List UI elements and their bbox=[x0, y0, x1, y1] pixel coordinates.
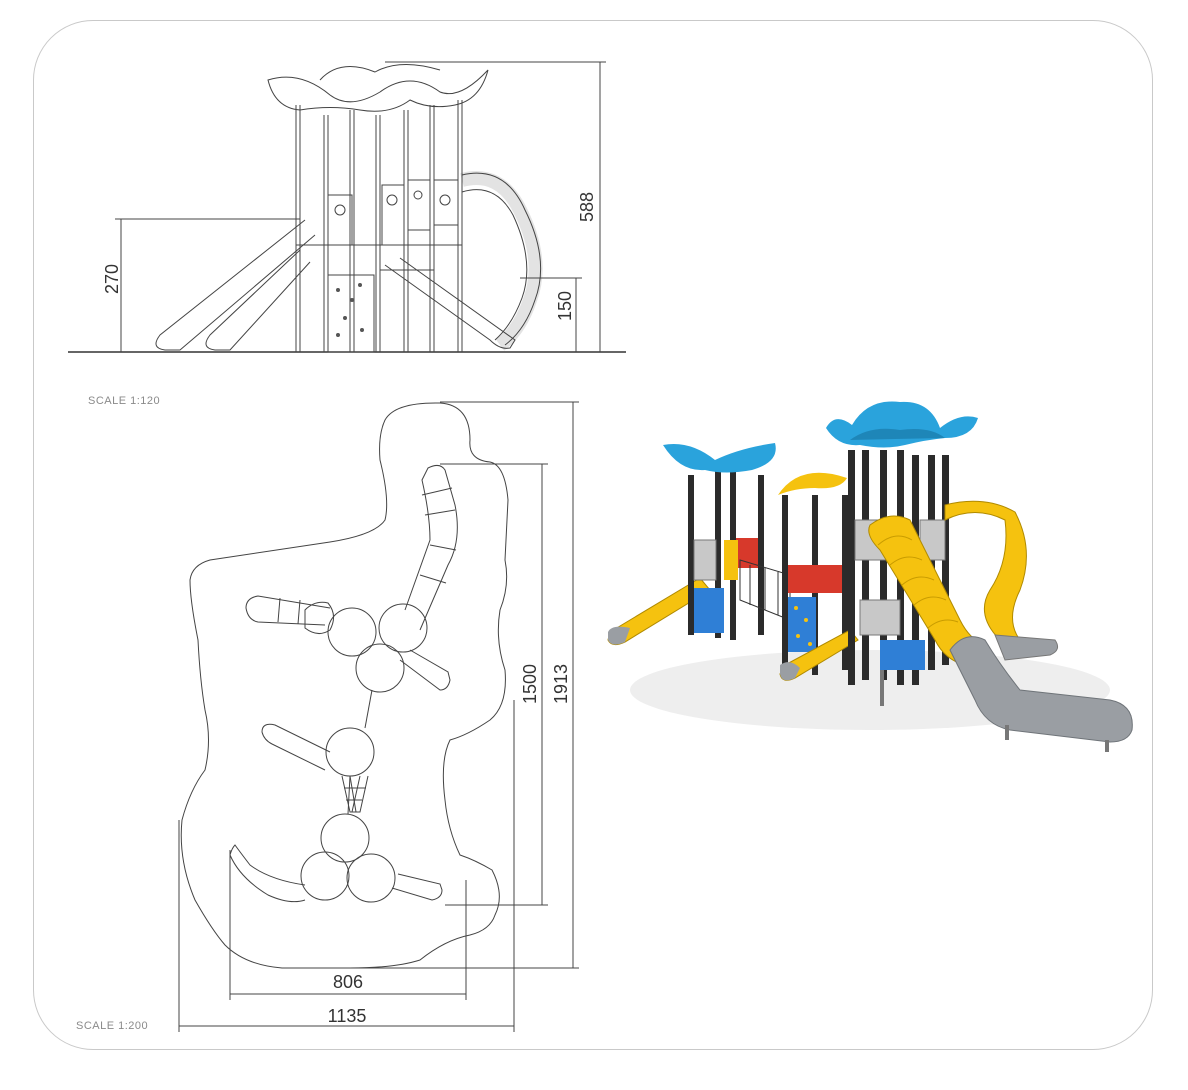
dim-width-inner: 806 bbox=[333, 972, 363, 992]
drawing-frame bbox=[33, 20, 1153, 1050]
product-render bbox=[607, 401, 1133, 752]
elevation-panel bbox=[407, 179, 431, 231]
plan-slide-left bbox=[245, 595, 331, 626]
render-slide-runout bbox=[949, 636, 1133, 743]
render-roof-left bbox=[663, 443, 776, 473]
scale-label-plan: SCALE 1:200 bbox=[76, 1020, 148, 1032]
elevation-slide-left bbox=[155, 219, 316, 351]
render-roof-right bbox=[826, 401, 978, 448]
scale-label-elevation: SCALE 1:120 bbox=[88, 395, 160, 407]
dim-low-platform-height: 150 bbox=[555, 291, 575, 321]
elevation-tube-slide bbox=[461, 172, 542, 346]
elevation-roof-back bbox=[319, 63, 441, 81]
render-roof-middle bbox=[778, 472, 847, 495]
elevation-panel bbox=[433, 179, 459, 226]
plan-towers bbox=[300, 603, 428, 903]
dim-length-inner: 1500 bbox=[520, 664, 540, 704]
plan-tube-slide bbox=[404, 464, 458, 631]
plan-net-ladder bbox=[341, 775, 369, 813]
elevation-panel bbox=[327, 194, 353, 246]
plan-slide-lower-left bbox=[229, 844, 306, 903]
dim-platform-height: 270 bbox=[102, 264, 122, 294]
elevation-posts bbox=[295, 100, 463, 352]
elevation-roof bbox=[267, 69, 489, 112]
elevation-dimensions bbox=[115, 61, 606, 352]
plan-dimensions bbox=[178, 401, 579, 1032]
dim-total-height: 588 bbox=[577, 192, 597, 222]
elevation-view bbox=[68, 63, 626, 353]
elevation-slide-right bbox=[384, 257, 516, 349]
dim-width-outer: 1135 bbox=[328, 1006, 367, 1026]
elevation-panel bbox=[381, 184, 405, 246]
climbing-wall bbox=[327, 274, 375, 353]
dim-length-outer: 1913 bbox=[551, 664, 571, 704]
safety-zone-outline bbox=[180, 402, 509, 969]
plan-view bbox=[180, 402, 509, 969]
